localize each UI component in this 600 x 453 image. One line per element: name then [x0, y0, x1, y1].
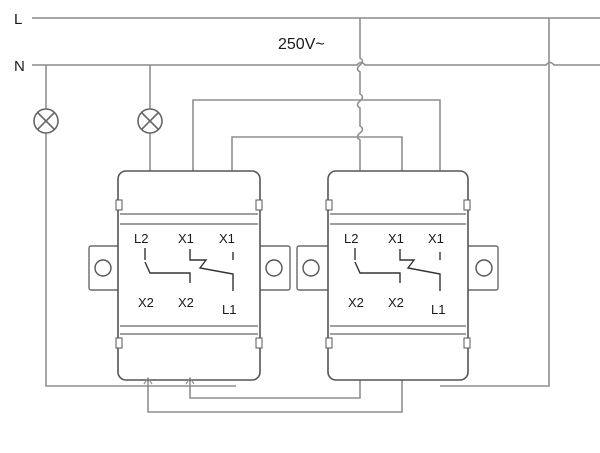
rail-n: [32, 61, 600, 66]
switch2-housing: [327, 170, 469, 381]
mounting-hole-icon: [475, 259, 493, 277]
bottom-wire-inner: [189, 380, 361, 399]
switch2-terminal-l1: L1: [431, 302, 445, 317]
mounting-hole-icon: [302, 259, 320, 277]
switch1-terminal-x1-b: X1: [219, 231, 235, 246]
switch1-terminal-x2-b: X2: [178, 295, 194, 310]
switch1-terminal-l1: L1: [222, 302, 236, 317]
traveller-wire-outer: [192, 99, 441, 171]
mounting-hole-icon: [94, 259, 112, 277]
switch2-terminal-x1-a: X1: [388, 231, 404, 246]
lamp-2: [137, 108, 163, 134]
lamp1-wire-bottom: [45, 133, 236, 387]
return-wire-right: [440, 18, 550, 387]
rail-label-n: N: [14, 58, 25, 75]
switch1-housing: [117, 170, 261, 381]
supply-voltage-label: 250V~: [278, 36, 325, 53]
traveller-wire-inner: [231, 136, 403, 171]
connector-markers: [143, 376, 195, 385]
switch1-terminal-l2: L2: [134, 231, 148, 246]
switch2-terminal-x1-b: X1: [428, 231, 444, 246]
switch2-contacts: [354, 248, 441, 291]
switch2-terminal-x2-a: X2: [348, 295, 364, 310]
feed-wire-l-switch2: [356, 18, 364, 171]
switch2-terminal-l2: L2: [344, 231, 358, 246]
switch2-terminal-x2-b: X2: [388, 295, 404, 310]
switch-1: L2 X1 X1 X2 X2 L1: [88, 170, 291, 381]
lamp-1: [33, 108, 59, 134]
bottom-wire-outer: [147, 380, 403, 413]
mounting-hole-icon: [265, 259, 283, 277]
switch1-terminal-x1-a: X1: [178, 231, 194, 246]
switch-2: L2 X1 X1 X2 X2 L1: [296, 170, 499, 381]
switch1-contacts: [144, 248, 234, 291]
switch1-terminal-x2-a: X2: [138, 295, 154, 310]
rail-label-l: L: [14, 11, 22, 28]
